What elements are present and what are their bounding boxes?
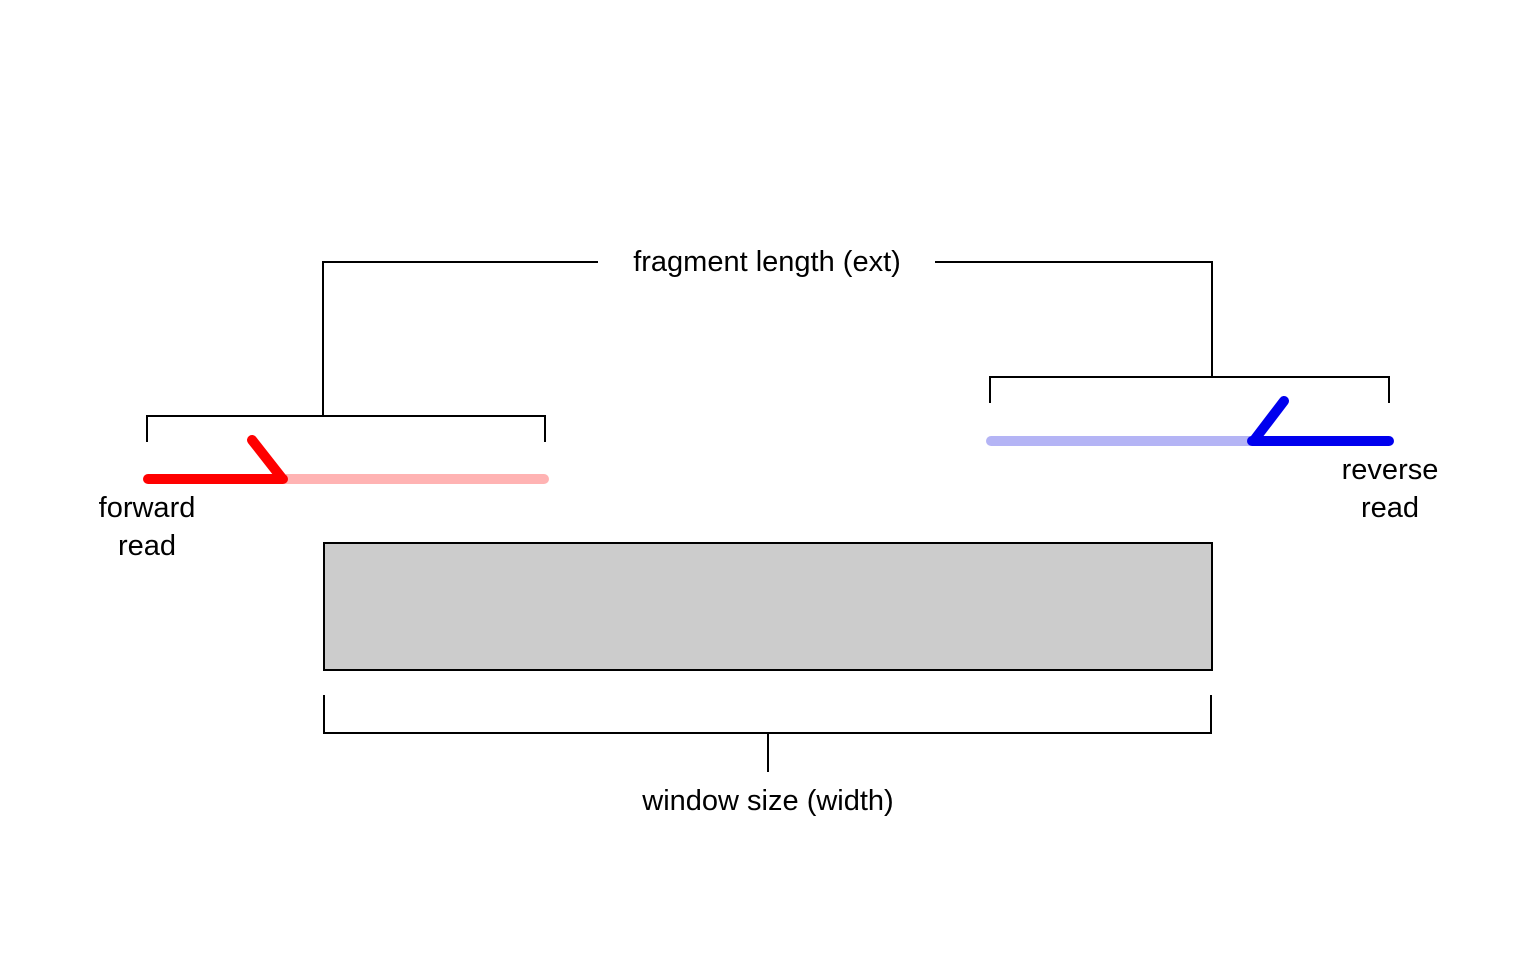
- forward-bracket-tick-right: [544, 415, 546, 442]
- reverse-bracket-tick-left: [989, 376, 991, 403]
- forward-bracket-tick-left: [146, 415, 148, 442]
- window-bracket-tick-left: [323, 695, 325, 734]
- forward-read-label: forward read: [99, 489, 196, 565]
- forward-read-label-line2: read: [117, 530, 177, 562]
- reverse-read-label: reverse read: [1342, 451, 1439, 527]
- forward-read-arrow-barb: [247, 435, 286, 482]
- window-bracket-stem: [767, 732, 769, 772]
- fragment-length-line-right: [935, 261, 1213, 263]
- fragment-length-line-left: [322, 261, 598, 263]
- reverse-bracket: [989, 376, 1390, 378]
- window-bracket-tick-right: [1210, 695, 1212, 734]
- fragment-length-stem-right: [1211, 261, 1213, 378]
- reverse-bracket-tick-right: [1388, 376, 1390, 403]
- fragment-length-stem-left: [322, 261, 324, 417]
- window-size-label: window size (width): [642, 785, 894, 817]
- forward-read-label-line1: forward: [98, 492, 196, 524]
- window-rectangle: [323, 542, 1213, 671]
- forward-bracket: [146, 415, 546, 417]
- fragment-length-label: fragment length (ext): [633, 246, 901, 278]
- reverse-read-label-line1: reverse: [1341, 454, 1439, 486]
- reverse-read-arrow-barb: [1250, 396, 1289, 444]
- reverse-read-label-line2: read: [1360, 492, 1420, 524]
